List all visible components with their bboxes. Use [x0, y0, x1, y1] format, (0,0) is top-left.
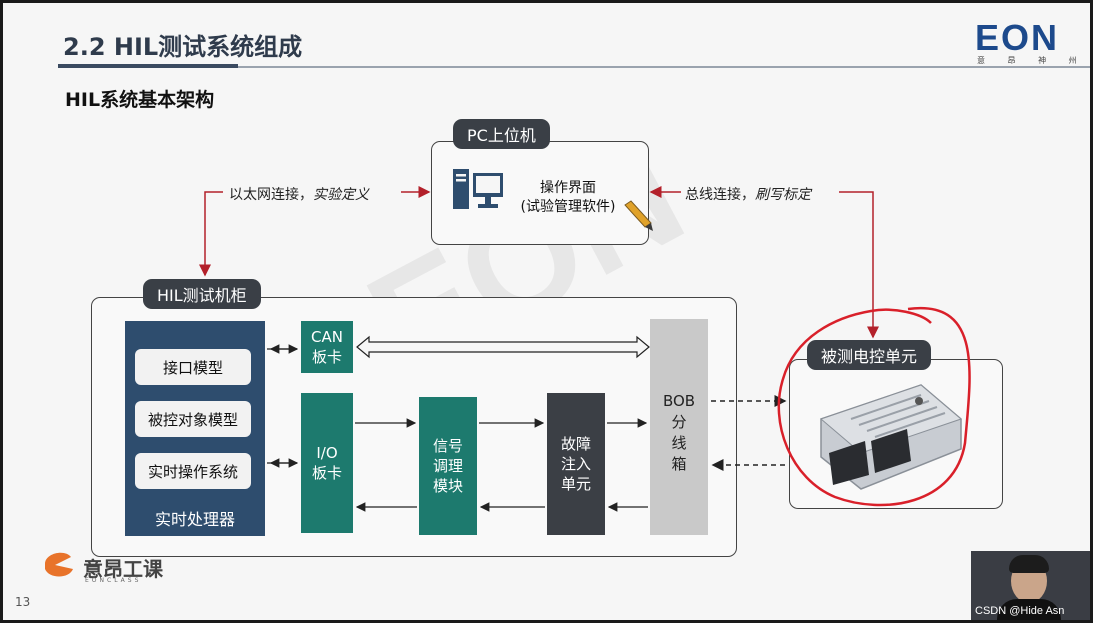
presenter-hair — [1009, 555, 1049, 573]
page-title: 2.2 HIL测试系统组成 — [63, 33, 303, 61]
pencil-icon — [624, 200, 653, 231]
bus-arrow — [649, 186, 879, 339]
ethernet-connection-text: 以太网连接， — [229, 187, 313, 203]
bob-breakout-box: BOB 分 线 箱 — [650, 319, 708, 535]
realtime-processor-block: 接口模型 被控对象模型 实时操作系统 实时处理器 — [125, 321, 265, 536]
bob-line2: 分 — [671, 413, 687, 431]
signal-conditioning-block: 信号 调理 模块 — [419, 397, 477, 535]
io-card-line2: 板卡 — [311, 464, 342, 482]
can-card-block: CAN 板卡 — [301, 321, 353, 373]
ecu-handdrawn-circle — [777, 306, 971, 507]
signal-line3: 模块 — [432, 477, 463, 496]
ethernet-connection-label: 以太网连接，实验定义 — [229, 184, 369, 204]
ecu-tag: 被测电控单元 — [807, 340, 932, 370]
slide: EON 2.2 HIL测试系统组成 EON 意 昂 神 州 HIL系统基本架构 … — [3, 3, 1090, 620]
bus-connection-label: 总线连接，刷写标定 — [685, 184, 811, 204]
bus-connection-italic: 刷写标定 — [755, 187, 811, 203]
signal-line1: 信号 — [432, 436, 463, 455]
rtos-item: 实时操作系统 — [135, 453, 251, 489]
title-divider — [58, 66, 1090, 68]
webcam-caption: CSDN @Hide Asn — [975, 605, 1065, 617]
connection-arrows-layer — [199, 186, 971, 512]
presenter-body — [997, 599, 1061, 620]
bob-line3: 线 — [671, 434, 687, 452]
realtime-processor-label: 实时处理器 — [154, 510, 235, 529]
io-card-line1: I/O — [316, 443, 338, 462]
pc-host-line2: (试验管理软件) — [520, 198, 616, 215]
bob-line1: BOB — [662, 392, 696, 410]
interface-model-item: 接口模型 — [135, 349, 251, 385]
fault-line1: 故障 — [560, 434, 591, 453]
pc-host-tag: PC上位机 — [453, 119, 550, 149]
page-number: 13 — [15, 595, 31, 609]
bus-connection-text: 总线连接， — [685, 187, 755, 203]
computer-icon — [453, 169, 503, 209]
section-subtitle: HIL系统基本架构 — [65, 89, 215, 111]
ethernet-arrow — [199, 186, 431, 277]
eonclass-brand-text: 意昂工课 — [83, 557, 163, 581]
hil-cabinet-tag: HIL测试机柜 — [143, 279, 261, 309]
internal-signal-arrows — [267, 344, 648, 512]
fault-line2: 注入 — [560, 454, 591, 473]
can-card-line2: 板卡 — [311, 348, 342, 366]
eon-logo: EON — [975, 17, 1060, 58]
signal-line2: 调理 — [432, 456, 463, 475]
eon-logo-subtitle: 意 昂 神 州 — [977, 56, 1087, 65]
ecu-device-image — [820, 384, 962, 490]
can-card-line1: CAN — [311, 327, 343, 346]
ecu-dashed-arrows — [711, 395, 787, 471]
webcam-overlay: CSDN @Hide Asn — [971, 551, 1090, 620]
eonclass-logo-icon — [45, 552, 73, 577]
eonclass-brand-subtitle: EONCLASS — [85, 577, 142, 584]
io-card-block: I/O 板卡 — [301, 393, 353, 533]
fault-line3: 单元 — [560, 475, 591, 494]
pc-host-description: 操作界面 (试验管理软件) — [513, 179, 623, 217]
pc-host-line1: 操作界面 — [540, 180, 596, 196]
ethernet-connection-italic: 实验定义 — [313, 187, 369, 203]
bob-line4: 箱 — [671, 455, 687, 473]
fault-injection-block: 故障 注入 单元 — [547, 393, 605, 535]
can-bidirectional-arrow — [356, 335, 650, 359]
plant-model-item: 被控对象模型 — [135, 401, 251, 437]
title-divider-accent — [58, 64, 238, 68]
